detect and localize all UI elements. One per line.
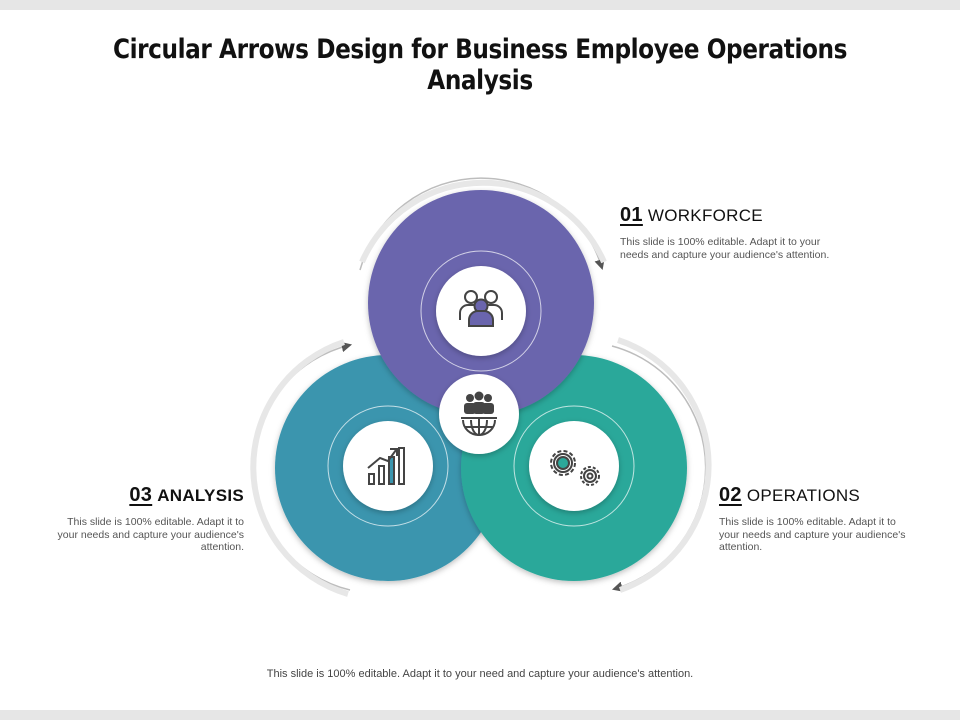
footer-note: This slide is 100% editable. Adapt it to… — [266, 668, 694, 680]
slide-title: Circular Arrows Design for Business Empl… — [113, 34, 847, 96]
step-description: This slide is 100% editable. Adapt it to… — [620, 236, 830, 261]
step-number: 02 — [719, 484, 742, 506]
step-description: This slide is 100% editable. Adapt it to… — [719, 516, 906, 553]
step-name: WORKFORCE — [647, 206, 763, 225]
step-number: 01 — [620, 204, 643, 226]
gears-icon — [550, 450, 600, 486]
step-name: OPERATIONS — [746, 486, 861, 505]
arc-band-workforce — [359, 179, 607, 264]
arc-band-analysis — [250, 339, 349, 597]
top-band — [0, 0, 960, 10]
workforce-ring — [420, 250, 542, 372]
bottom-band — [0, 710, 960, 720]
step-description: This slide is 100% editable. Adapt it to… — [57, 516, 244, 553]
operations-ring — [513, 405, 635, 527]
growth-chart-icon — [367, 447, 405, 485]
step-number: 03 — [129, 484, 153, 506]
global-team-icon — [461, 391, 497, 436]
arc-band-operations — [617, 337, 712, 593]
analysis-ring — [327, 405, 449, 527]
team-icon — [459, 290, 503, 327]
step-name: ANALYSIS — [157, 486, 244, 505]
